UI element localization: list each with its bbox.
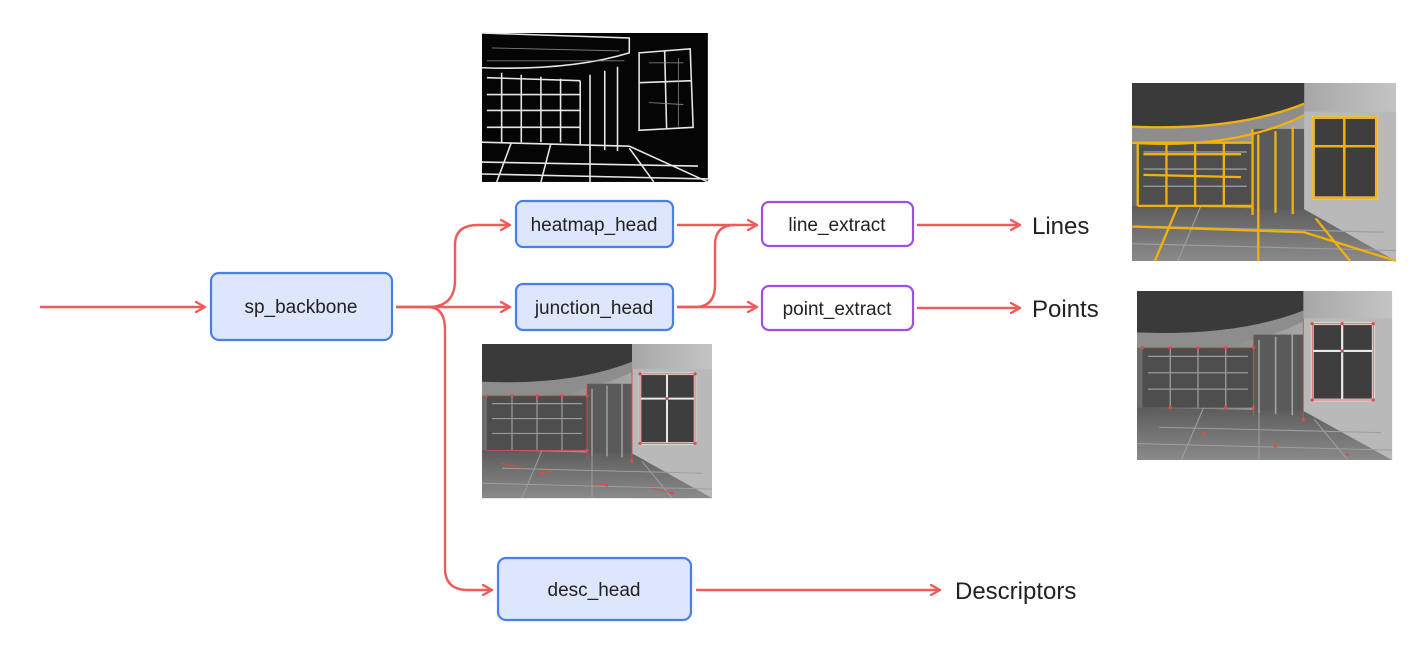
line-detections-image	[1130, 81, 1398, 263]
node-label-junction-head: junction_head	[534, 298, 653, 319]
output-label-descriptors: Descriptors	[955, 578, 1076, 605]
node-label-heatmap-head: heatmap_head	[531, 215, 658, 236]
node-label-sp-backbone: sp_backbone	[244, 297, 357, 318]
edge-backbone-to-desc	[427, 305, 492, 590]
node-label-line-extract: line_extract	[788, 215, 886, 236]
output-label-lines: Lines	[1032, 213, 1089, 240]
node-sp-backbone[interactable]: sp_backbone	[209, 271, 394, 342]
node-label-point-extract: point_extract	[783, 299, 893, 320]
node-line-extract[interactable]: line_extract	[760, 200, 915, 248]
node-point-extract[interactable]: point_extract	[760, 284, 915, 332]
edge-junction-to-line-extract	[677, 223, 736, 309]
node-junction-head[interactable]: junction_head	[514, 282, 675, 332]
node-label-desc-head: desc_head	[548, 580, 641, 601]
edge-backbone-to-heatmap	[396, 225, 510, 309]
junction-overlay-image	[480, 342, 714, 500]
point-detections-image	[1135, 289, 1394, 462]
output-label-points: Points	[1032, 296, 1099, 323]
node-desc-head[interactable]: desc_head	[496, 556, 693, 622]
node-heatmap-head[interactable]: heatmap_head	[514, 199, 675, 249]
line-heatmap-image	[481, 32, 709, 183]
